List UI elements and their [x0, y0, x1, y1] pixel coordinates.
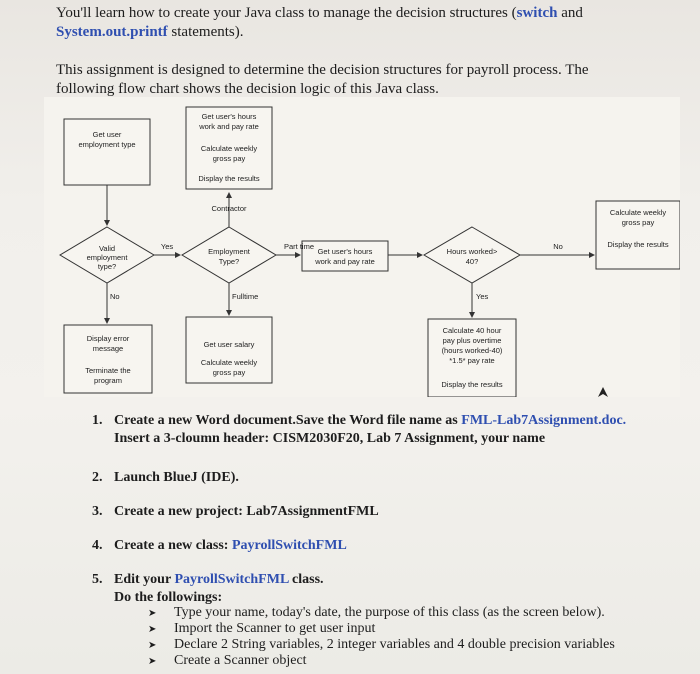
step-2-text: Launch BlueJ (IDE). [114, 470, 239, 485]
parttime-hours-2: work and pay rate [314, 257, 375, 266]
fulltime-box [185, 316, 273, 384]
employment-type-box [63, 118, 151, 186]
step-1-line-2: Insert a 3-cloumn header: CISM2030F20, L… [114, 431, 546, 446]
flowchart-canvas: Get user employment type Get user's hour… [59, 106, 680, 397]
step-5-classname: PayrollSwitchFML [174, 572, 289, 587]
intro-text: You'll learn how to create your Java cla… [56, 5, 517, 21]
step-1-number: 1. [92, 413, 103, 428]
switch-keyword: switch [516, 5, 558, 21]
arrow-bullet-icon: ➤ [148, 640, 157, 651]
intro-text-end: statements). [167, 24, 244, 40]
fulltime-label: Fulltime [232, 292, 258, 301]
step-5-number: 5. [92, 572, 103, 587]
valid-label-3: type? [98, 262, 116, 271]
left-no-label: No [110, 292, 120, 301]
step-1-filename: FML-Lab7Assignment.doc. [461, 413, 627, 428]
hours-worked-2: 40? [466, 257, 479, 266]
intro-line-1: You'll learn how to create your Java cla… [56, 4, 676, 23]
overtime-box-2: pay plus overtime [443, 336, 502, 345]
overtime-box-4: *1.5* pay rate [449, 356, 494, 365]
step-5-text-end: class. [288, 572, 324, 587]
error-box [63, 324, 153, 394]
terminate-2: program [94, 376, 122, 385]
right-box-3: Display the results [607, 240, 669, 249]
bullet-item: ➤ Import the Scanner to get user input [148, 621, 375, 638]
hours-worked-1: Hours worked> [447, 247, 498, 256]
printf-keyword: System.out.printf [56, 24, 168, 40]
bullet-text-2: Import the Scanner to get user input [174, 621, 376, 636]
employment-type-diamond-1: Employment [208, 247, 251, 256]
step-3-number: 3. [92, 504, 103, 519]
bullet-text-1: Type your name, today's date, the purpos… [174, 605, 605, 620]
description-line-2: following flow chart shows the decision … [56, 81, 439, 97]
step-1: 1. Create a new Word document.Save the Wo… [92, 412, 626, 448]
overtime-box-5: Display the results [441, 380, 503, 389]
step-4-classname: PayrollSwitchFML [231, 538, 347, 553]
fulltime-box-3: gross pay [213, 368, 246, 377]
bullet-item: ➤ Create a Scanner object [148, 653, 307, 670]
part-time-label: Part time [284, 242, 314, 251]
top-box-line-3: Calculate weekly [201, 144, 258, 153]
yes-label: Yes [161, 242, 173, 251]
fulltime-box-2: Calculate weekly [201, 358, 258, 367]
intro-and: and [557, 5, 583, 21]
right-box-2: gross pay [622, 218, 655, 227]
contractor-label: Contractor [211, 204, 247, 213]
step-2-number: 2. [92, 470, 103, 485]
parttime-hours-1: Get user's hours [318, 247, 373, 256]
step-1-text: Create a new Word document.Save the Word… [114, 413, 462, 428]
step-4-text: Create a new class: [114, 538, 232, 553]
overtime-box [427, 318, 517, 397]
parttime-result-box [595, 200, 680, 270]
top-box-line-1: Get user's hours [202, 112, 257, 121]
top-box-line-5: Display the results [198, 174, 260, 183]
step-2: 2. Launch BlueJ (IDE). [92, 469, 239, 487]
error-box-1: Display error [87, 334, 130, 343]
employment-type-diamond-2: Type? [219, 257, 239, 266]
parttime-hours-box [301, 240, 389, 272]
terminate-1: Terminate the [85, 366, 130, 375]
description-paragraph: This assignment is designed to determine… [56, 61, 676, 99]
valid-label-1: Valid [99, 244, 115, 253]
intro-paragraph: You'll learn how to create your Java cla… [56, 4, 676, 42]
step-5-text: Edit your [114, 572, 175, 587]
valid-label-2: employment [87, 253, 129, 262]
right-box-1: Calculate weekly [610, 208, 667, 217]
bullet-text-3: Declare 2 String variables, 2 integer va… [174, 637, 615, 652]
overtime-box-3: (hours worked-40) [442, 346, 503, 355]
step-3: 3. Create a new project: Lab7AssignmentFM… [92, 503, 379, 521]
bullet-text-4: Create a Scanner object [174, 653, 307, 668]
top-box-line-2: work and pay rate [198, 122, 259, 131]
employment-type-label: employment type [78, 140, 135, 149]
step-5: 5. Edit your PayrollSwitchFML class. Do t… [92, 571, 324, 607]
bullet-item: ➤ Declare 2 String variables, 2 integer v… [148, 637, 615, 654]
top-box-line-4: gross pay [213, 154, 246, 163]
step-4-number: 4. [92, 538, 103, 553]
step-4: 4. Create a new class: PayrollSwitchFML [92, 537, 347, 555]
flowchart: Get user employment type Get user's hour… [44, 97, 680, 397]
description-line-1: This assignment is designed to determine… [56, 62, 589, 78]
mouse-cursor-icon [598, 387, 608, 397]
fulltime-box-1: Get user salary [204, 340, 255, 349]
yes-down-label: Yes [476, 292, 488, 301]
error-box-2: message [93, 344, 123, 353]
contractor-result-box [185, 106, 273, 190]
intro-line-2: System.out.printf statements). [56, 23, 676, 42]
arrow-bullet-icon: ➤ [148, 608, 157, 619]
step-5-line-2: Do the followings: [114, 590, 223, 605]
arrow-bullet-icon: ➤ [148, 656, 157, 667]
arrow-bullet-icon: ➤ [148, 624, 157, 635]
get-user-label: Get user [93, 130, 122, 139]
bullet-item: ➤ Type your name, today's date, the purpo… [148, 605, 605, 622]
step-3-text: Create a new project: Lab7AssignmentFML [114, 504, 379, 519]
right-no-label: No [553, 242, 563, 251]
overtime-box-1: Calculate 40 hour [443, 326, 502, 335]
